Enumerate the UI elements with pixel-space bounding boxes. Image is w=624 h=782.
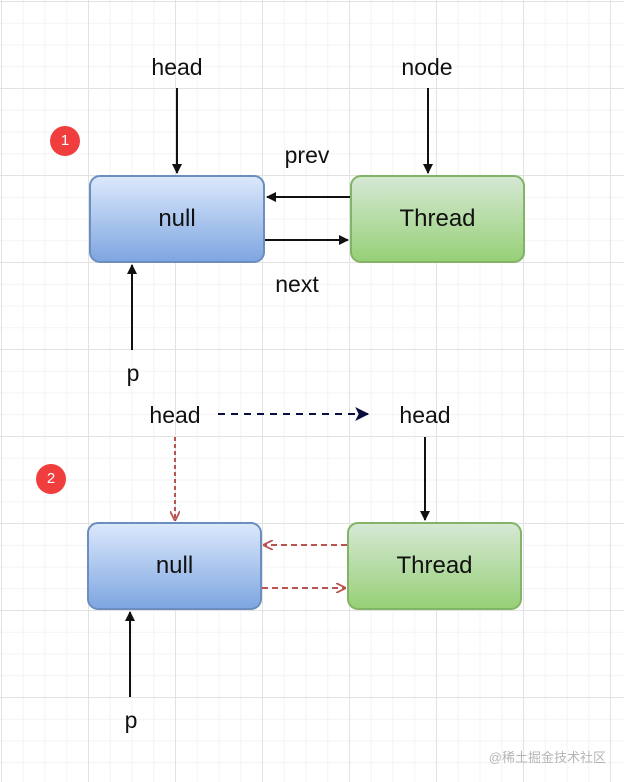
step1-null-node: null	[89, 175, 265, 263]
step2-null-node: null	[87, 522, 262, 610]
step1-prev-label: prev	[284, 142, 330, 168]
step2-head-label-left: head	[149, 402, 201, 428]
step2-head-label-right: head	[399, 402, 451, 428]
step1-node-label: node	[401, 54, 453, 80]
step-2-badge: 2	[36, 464, 66, 494]
step1-next-label: next	[275, 271, 319, 297]
watermark: @稀土掘金技术社区	[488, 750, 606, 765]
step1-head-label: head	[151, 54, 203, 80]
step1-null-node-label: null	[158, 205, 196, 232]
step2-null-node-label: null	[155, 552, 194, 579]
step1-p-label: p	[126, 360, 140, 386]
step-1-badge: 1	[50, 126, 80, 156]
step2-thread-node-label: Thread	[396, 552, 473, 579]
step1-thread-node: Thread	[350, 175, 525, 263]
step2-thread-node: Thread	[347, 522, 522, 610]
step2-p-label: p	[124, 707, 138, 733]
step1-thread-node-label: Thread	[399, 205, 476, 232]
